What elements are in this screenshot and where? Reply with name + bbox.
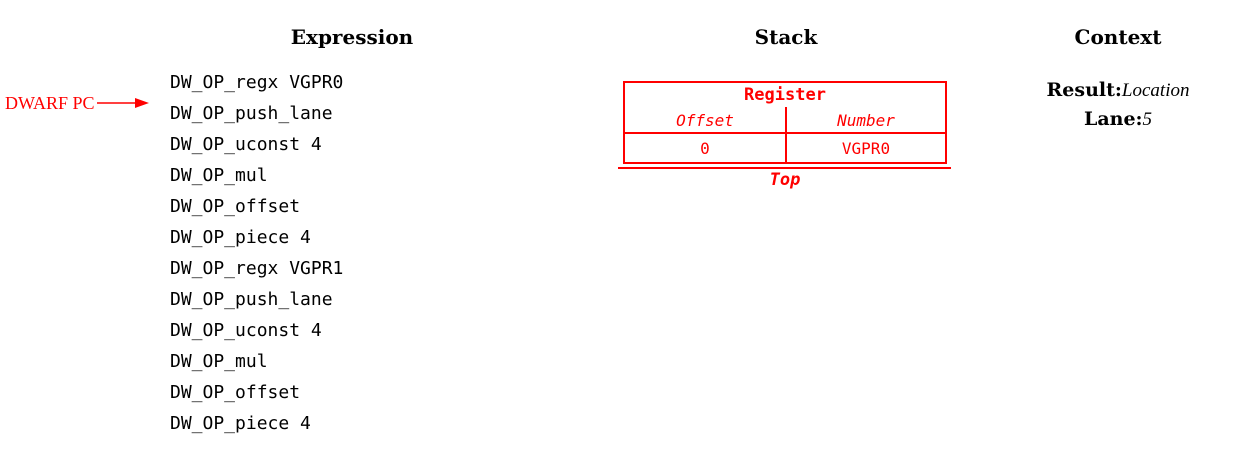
context-column-title: Context: [1074, 25, 1162, 49]
stack-entry-columns: Offset 0 Number VGPR0: [625, 107, 945, 162]
expression-op: DW_OP_mul: [170, 165, 268, 186]
stack-offset-column: Offset 0: [625, 107, 785, 162]
context-result-line: Result:Location: [1018, 76, 1218, 105]
stack-number-column: Number VGPR0: [785, 107, 945, 162]
expression-column-title: Expression: [290, 25, 414, 49]
stack-number-header: Number: [787, 107, 945, 134]
expression-op: DW_OP_push_lane: [170, 289, 333, 310]
expression-op: DW_OP_push_lane: [170, 103, 333, 124]
expression-op-list: DW_OP_regx VGPR0 DW_OP_push_lane DW_OP_u…: [170, 67, 343, 439]
expression-op: DW_OP_offset: [170, 196, 301, 217]
expression-op: DW_OP_regx VGPR0: [170, 72, 344, 93]
expression-op: DW_OP_mul: [170, 351, 268, 372]
result-label: Result:: [1046, 79, 1122, 101]
stack-column-title: Stack: [754, 25, 818, 49]
stack-base-line: [618, 167, 951, 169]
context-body: Result:Location Lane:5: [1018, 76, 1218, 134]
expression-op: DW_OP_offset: [170, 382, 301, 403]
stack-entry-box: Register Offset 0 Number VGPR0: [623, 81, 947, 164]
stack-top-label: Top: [769, 170, 801, 190]
stack-entry-title: Register: [744, 85, 826, 105]
expression-op: DW_OP_uconst 4: [170, 134, 322, 155]
lane-value: 5: [1142, 109, 1153, 130]
stack-offset-value: 0: [700, 138, 710, 158]
result-value: Location: [1121, 80, 1190, 101]
dwarf-pc-marker: DWARF PC: [5, 93, 149, 113]
expression-op: DW_OP_uconst 4: [170, 320, 322, 341]
context-lane-line: Lane:5: [1018, 105, 1218, 134]
expression-op: DW_OP_piece 4: [170, 227, 311, 248]
expression-op: DW_OP_regx VGPR1: [170, 258, 344, 279]
stack-offset-header: Offset: [625, 107, 785, 134]
expression-op: DW_OP_piece 4: [170, 413, 311, 434]
lane-label: Lane:: [1083, 108, 1143, 130]
right-arrow-icon: [96, 98, 149, 108]
dwarf-pc-label: DWARF PC: [5, 93, 95, 113]
stack-number-value: VGPR0: [841, 138, 891, 158]
